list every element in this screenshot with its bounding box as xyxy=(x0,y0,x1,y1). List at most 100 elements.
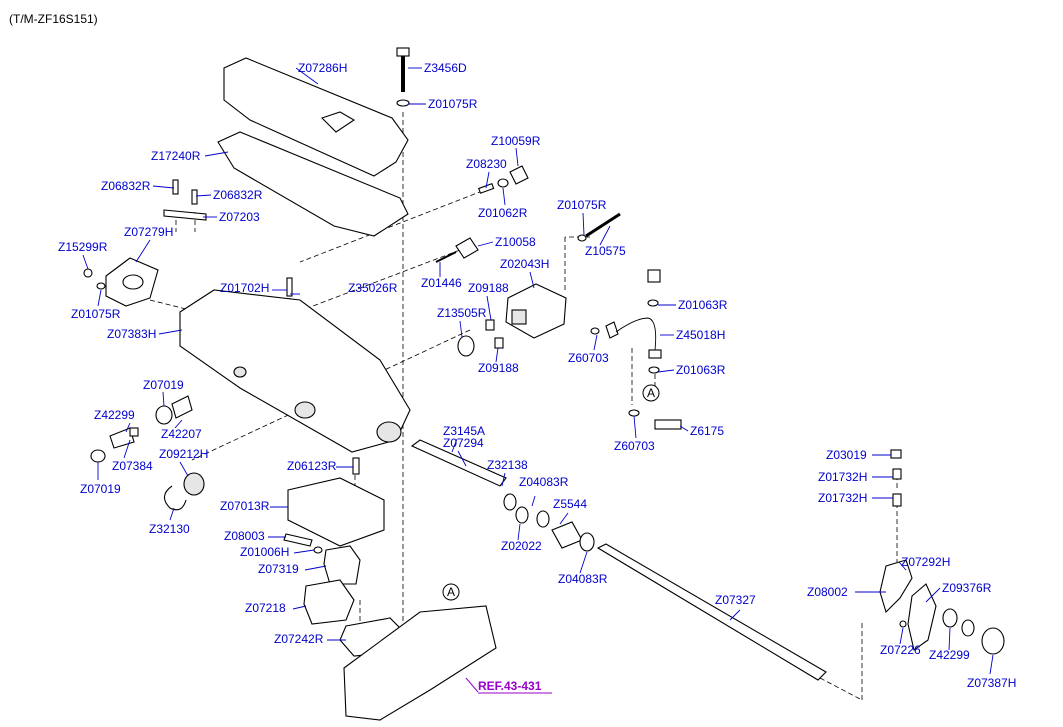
part-number-label[interactable]: Z06832R xyxy=(213,188,263,202)
part-number-label[interactable]: Z08003 xyxy=(224,529,265,543)
leader-line xyxy=(295,67,319,85)
leader-line xyxy=(459,320,463,338)
part-number-label[interactable]: Z07279H xyxy=(124,225,173,239)
part-number-label[interactable]: Z03019 xyxy=(826,448,867,462)
part-number-label[interactable]: Z08002 xyxy=(807,585,848,599)
washer xyxy=(577,234,587,242)
part-number-label[interactable]: Z01062R xyxy=(478,206,528,220)
part-number-label[interactable]: Z02043H xyxy=(500,257,549,271)
leader-line xyxy=(495,347,499,363)
part-number-label[interactable]: Z07292H xyxy=(901,555,950,569)
part-number-label[interactable]: Z09212H xyxy=(159,447,208,461)
part-number-label[interactable]: Z07286H xyxy=(298,61,347,75)
leader-line xyxy=(529,271,535,289)
small-washer xyxy=(96,282,106,290)
part-number-label[interactable]: Z3456D xyxy=(424,61,467,75)
part-number-label[interactable]: Z02022 xyxy=(501,539,542,553)
part-number-label[interactable]: Z10058 xyxy=(495,235,536,249)
main-housing xyxy=(179,289,411,453)
part-number-label[interactable]: Z07327 xyxy=(715,593,756,607)
part-number-label[interactable]: Z07387H xyxy=(967,676,1016,690)
part-number-label[interactable]: Z42299 xyxy=(94,408,135,422)
gear xyxy=(183,472,205,496)
dowel-pin xyxy=(191,189,198,205)
pin xyxy=(892,468,902,480)
part-number-label[interactable]: Z07384 xyxy=(112,459,153,473)
part-number-label[interactable]: Z01075R xyxy=(557,198,607,212)
part-number-label[interactable]: Z10575 xyxy=(585,244,626,258)
part-number-label[interactable]: Z01006H xyxy=(240,545,289,559)
part-number-label[interactable]: Z09188 xyxy=(468,281,509,295)
cover-gasket xyxy=(217,131,409,237)
part-number-label[interactable]: Z6175 xyxy=(690,424,724,438)
part-number-label[interactable]: Z01063R xyxy=(678,298,728,312)
part-number-label[interactable]: Z07203 xyxy=(219,210,260,224)
washer xyxy=(579,532,595,552)
part-number-label[interactable]: Z06832R xyxy=(101,179,151,193)
part-number-label[interactable]: Z07294 xyxy=(443,436,484,450)
part-number-label[interactable]: Z13505R xyxy=(437,306,487,320)
part-number-label[interactable]: Z32130 xyxy=(149,522,190,536)
bracket xyxy=(303,579,355,625)
cap xyxy=(981,627,1005,655)
part-number-label[interactable]: Z09188 xyxy=(478,361,519,375)
reference-text[interactable]: REF.43-431 xyxy=(478,679,542,693)
parts-artwork xyxy=(83,47,1005,721)
dowel xyxy=(352,457,360,475)
circlip xyxy=(503,493,517,511)
spring xyxy=(109,427,135,449)
sleeve xyxy=(890,449,902,459)
leader-line xyxy=(657,369,675,373)
part-number-label[interactable]: Z15299R xyxy=(58,240,108,254)
part-number-label[interactable]: Z01063R xyxy=(676,363,726,377)
part-number-label[interactable]: Z42207 xyxy=(161,427,202,441)
part-number-label[interactable]: Z04083R xyxy=(519,475,569,489)
leader-line xyxy=(593,334,598,351)
leader-line xyxy=(599,225,611,246)
cover-boss xyxy=(320,111,356,133)
part-number-label[interactable]: Z10059R xyxy=(491,134,541,148)
part-number-label[interactable]: Z60703 xyxy=(614,439,655,453)
part-number-label[interactable]: Z04083R xyxy=(558,572,608,586)
part-number-label[interactable]: Z3145A xyxy=(443,424,485,438)
o-ring xyxy=(457,335,475,357)
part-number-label[interactable]: Z07013R xyxy=(220,499,270,513)
part-number-label[interactable]: Z07242R xyxy=(274,632,324,646)
housing-bore xyxy=(294,401,316,419)
part-number-label[interactable]: Z01446 xyxy=(421,276,462,290)
part-labels: Z07286H Z3456D Z01075R Z10059R Z17240R Z08230… xyxy=(58,61,1016,690)
leader-line xyxy=(204,151,229,157)
snap-ring xyxy=(163,485,187,511)
part-number-label[interactable]: Z09376R xyxy=(942,581,992,595)
part-number-label[interactable]: Z60703 xyxy=(568,351,609,365)
leader-line xyxy=(531,495,536,507)
part-number-label[interactable]: Z01702H xyxy=(220,281,269,295)
part-number-label[interactable]: Z07218 xyxy=(245,601,286,615)
callouts: A A xyxy=(442,384,660,601)
part-number-label[interactable]: Z01075R xyxy=(71,307,121,321)
part-number-label[interactable]: Z07019 xyxy=(80,482,121,496)
part-number-label[interactable]: Z35026R xyxy=(348,281,398,295)
side-cover-hole xyxy=(122,274,144,290)
part-number-label[interactable]: Z07319 xyxy=(258,562,299,576)
part-number-label[interactable]: Z5544 xyxy=(553,497,587,511)
part-number-label[interactable]: Z45018H xyxy=(676,328,725,342)
part-number-label[interactable]: Z07383H xyxy=(107,327,156,341)
part-number-label[interactable]: Z08230 xyxy=(466,157,507,171)
part-number-label[interactable]: Z32138 xyxy=(487,458,528,472)
block xyxy=(323,545,361,585)
part-number-label[interactable]: Z42299 xyxy=(929,648,970,662)
leader-line xyxy=(579,551,588,574)
part-number-label[interactable]: Z01075R xyxy=(428,97,478,111)
part-number-label[interactable]: Z06123R xyxy=(287,459,337,473)
part-number-label[interactable]: Z01732H xyxy=(818,491,867,505)
part-number-label[interactable]: Z17240R xyxy=(151,149,201,163)
part-number-label[interactable]: Z07019 xyxy=(143,378,184,392)
housing-port xyxy=(233,366,247,378)
reference-link[interactable]: REF.43-431 xyxy=(465,677,552,694)
part-number-label[interactable]: Z01732H xyxy=(818,470,867,484)
bushing xyxy=(942,608,958,628)
pin xyxy=(892,493,902,507)
part-number-label[interactable]: Z07226 xyxy=(880,643,921,657)
